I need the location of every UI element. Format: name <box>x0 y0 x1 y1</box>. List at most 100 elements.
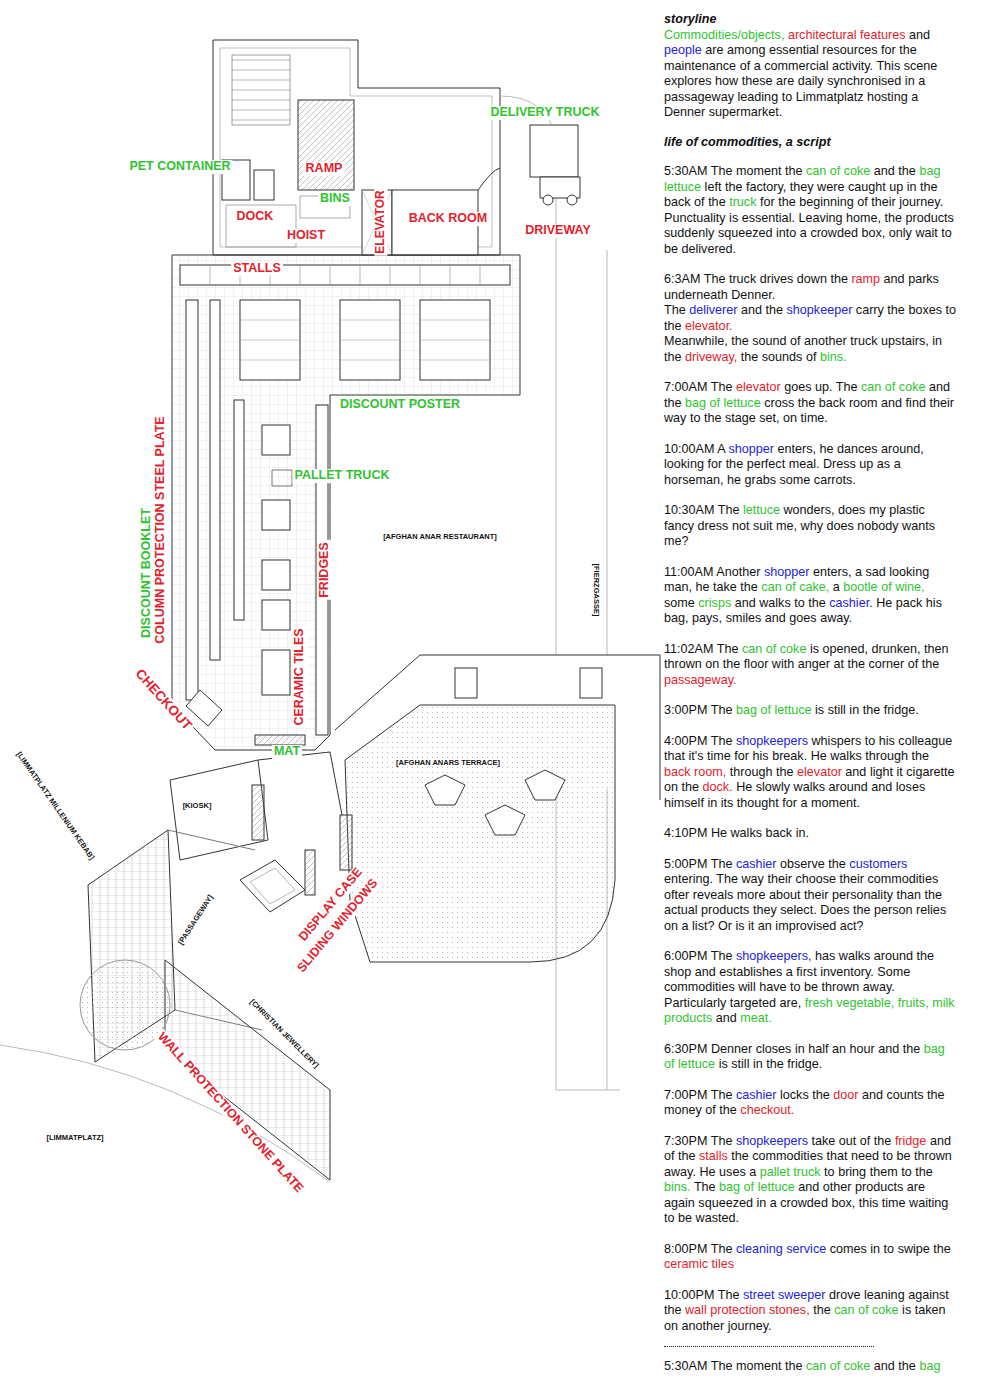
story-word: and <box>735 596 756 610</box>
story-word <box>807 226 811 240</box>
story-word <box>727 826 731 840</box>
story-word: Meanwhile, <box>664 334 728 348</box>
story-word: The <box>664 303 686 317</box>
callout-label: STALLS <box>231 262 283 276</box>
story-word: half <box>808 1042 828 1056</box>
story-word <box>728 288 732 302</box>
story-word <box>777 1196 781 1210</box>
story-word: walks <box>759 596 791 610</box>
story-word: the <box>785 1359 803 1373</box>
story-word <box>695 1196 699 1210</box>
story-word: to <box>884 1242 895 1256</box>
story-word: counts <box>886 1088 923 1102</box>
story-word: cigarette <box>906 765 954 779</box>
story-word: some <box>664 596 695 610</box>
story-word: Denner <box>664 105 705 119</box>
story-word: another <box>804 334 847 348</box>
story-word: an <box>832 1042 846 1056</box>
story-word: products <box>664 1011 712 1025</box>
story-word <box>715 1057 719 1071</box>
story-word <box>824 703 828 717</box>
story-subheading: life of commodities, a script <box>664 135 958 151</box>
story-word <box>851 565 855 579</box>
story-word <box>716 1165 720 1179</box>
story-word <box>846 857 850 871</box>
story-word: 6:3AM <box>664 272 700 286</box>
story-word <box>726 195 730 209</box>
story-word: The <box>711 1134 733 1148</box>
story-word <box>714 503 717 517</box>
story-word <box>695 596 699 610</box>
story-word <box>716 1180 720 1194</box>
story-word <box>878 580 882 594</box>
story-word <box>682 350 686 364</box>
story-word <box>797 796 801 810</box>
story-word: to <box>901 1165 912 1179</box>
story-word: and <box>929 380 950 394</box>
story-word <box>698 135 702 149</box>
story-word: a <box>855 565 862 579</box>
story-word: grabs <box>745 473 777 487</box>
story-word: 10:00PM <box>664 1288 714 1302</box>
story-word: for <box>881 43 896 57</box>
story-word <box>796 195 800 209</box>
story-word <box>874 965 878 979</box>
story-word <box>835 503 839 517</box>
story-word: a <box>749 1165 756 1179</box>
story-word: coke <box>844 164 871 178</box>
storyline-column: storylineCommodities/objects, architectu… <box>664 12 958 1375</box>
story-word <box>847 334 851 348</box>
story-word: nobody <box>857 519 898 533</box>
story-word <box>738 872 742 886</box>
story-word: improvised <box>775 919 836 933</box>
story-word: its <box>721 796 734 810</box>
story-word: hosting <box>867 90 908 104</box>
story-word <box>675 1057 679 1071</box>
story-text: 6:30PM Denner closes in half an hour and… <box>664 1042 958 1073</box>
story-word: bag <box>919 164 940 178</box>
story-word: the <box>853 903 871 917</box>
story-word: of <box>744 1180 755 1194</box>
story-word: on <box>783 411 797 425</box>
story-word: a <box>682 919 689 933</box>
story-word <box>796 226 800 240</box>
story-word: the <box>798 396 816 410</box>
story-word <box>901 74 905 88</box>
story-text: 8:00PM The cleaning service comes in to … <box>664 1242 958 1273</box>
story-word: still <box>731 1057 749 1071</box>
story-word <box>794 765 798 779</box>
story-word: swipe <box>898 1242 930 1256</box>
story-word <box>728 519 732 533</box>
story-word: deliverer <box>689 303 737 317</box>
story-word <box>899 1042 903 1056</box>
story-word <box>795 211 799 225</box>
story-word: factory, <box>746 180 786 194</box>
story-word: box, <box>861 226 885 240</box>
story-word <box>737 1103 741 1117</box>
story-word: lettuce <box>743 503 780 517</box>
story-word: in. <box>796 826 809 840</box>
story-word: truck <box>850 334 877 348</box>
story-word <box>819 642 823 656</box>
story-word: home, <box>846 211 881 225</box>
story-word: my <box>869 503 886 517</box>
story-word <box>756 596 760 610</box>
story-word: down <box>797 272 827 286</box>
story-word <box>689 919 693 933</box>
story-word: the <box>920 180 938 194</box>
story-word: does <box>838 503 865 517</box>
story-word: a <box>833 580 840 594</box>
story-word: beginning <box>799 195 854 209</box>
story-word: a <box>786 965 793 979</box>
story-word: are, <box>780 996 802 1010</box>
story-word <box>870 949 874 963</box>
story-word <box>797 519 801 533</box>
story-word: their <box>929 396 954 410</box>
story-word <box>682 1303 686 1317</box>
story-word: pallet <box>760 1165 790 1179</box>
story-word: wonders, <box>784 503 835 517</box>
callout-label: PALLET TRUCK <box>293 469 392 483</box>
story-word <box>704 457 708 471</box>
story-word <box>912 1165 916 1179</box>
story-word <box>835 949 839 963</box>
